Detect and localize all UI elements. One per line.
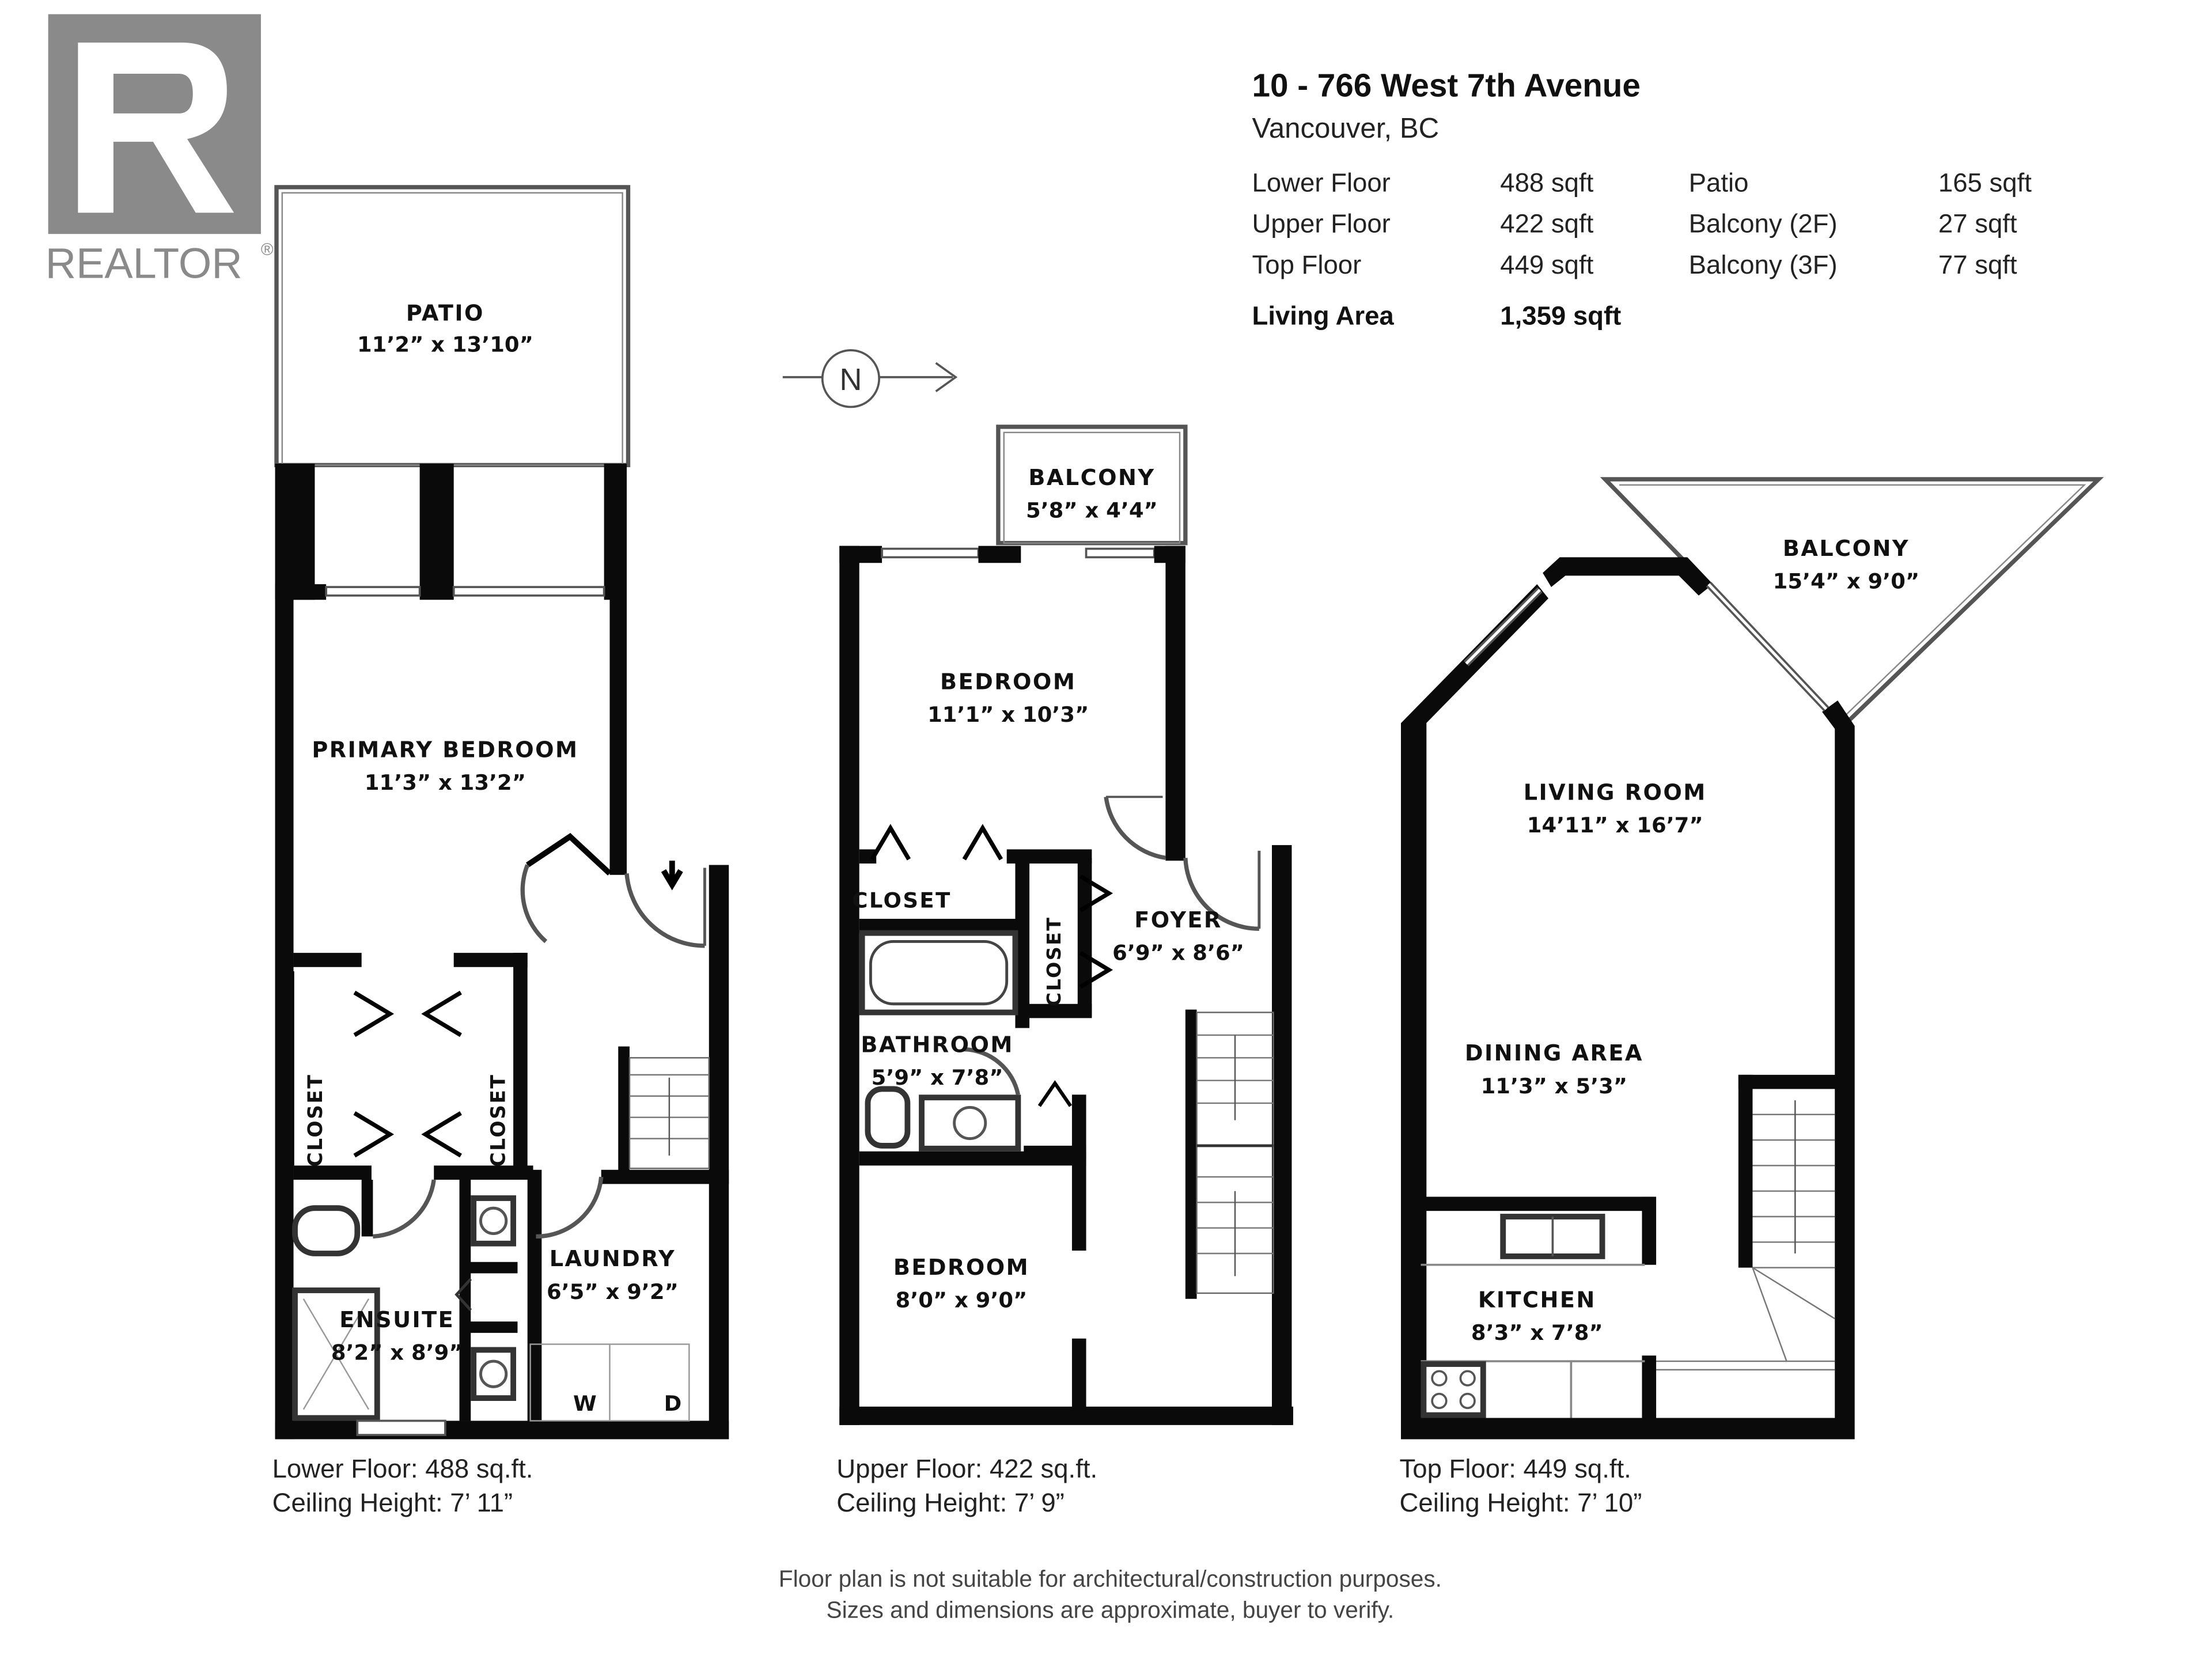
- wall: [275, 1421, 729, 1440]
- room-dim-balcony-3f: 15’4” x 9’0”: [1773, 569, 1919, 594]
- floor-ceiling-lower: Ceiling Height: 7’ 11”: [272, 1488, 513, 1517]
- toilet: [292, 1205, 361, 1256]
- stairs: [1196, 1012, 1274, 1294]
- area-label-top: Top Floor: [1252, 250, 1362, 279]
- patio-outline: [274, 185, 631, 468]
- lower-floor-plan: PATIO 11’2” x 13’10” PRIMARY BEDROOM 11’…: [272, 185, 729, 1517]
- bathtub: [859, 930, 1018, 1016]
- room-name-bedroom-lower: BEDROOM: [893, 1255, 1029, 1280]
- wall: [709, 865, 729, 1440]
- room-name-dining-area: DINING AREA: [1465, 1040, 1643, 1066]
- closet-door: [1037, 1080, 1072, 1107]
- room-dim-bedroom-lower: 8’0” x 9’0”: [896, 1288, 1028, 1313]
- realtor-wordmark: REALTOR: [46, 239, 243, 287]
- floor-ceiling-upper: Ceiling Height: 7’ 9”: [836, 1488, 1065, 1517]
- area-label-balcony-2f: Balcony (2F): [1689, 209, 1838, 238]
- room-dim-ensuite: 8’2” x 8’9”: [331, 1340, 463, 1365]
- room-dim-bathroom: 5’9” x 7’8”: [872, 1065, 1003, 1090]
- window: [881, 547, 980, 559]
- disclaimer-line-2: Sizes and dimensions are approximate, bu…: [827, 1597, 1395, 1623]
- window: [356, 1419, 446, 1436]
- dryer-label: D: [664, 1391, 683, 1416]
- stove: [1421, 1361, 1486, 1418]
- area-value-top: 449 sqft: [1500, 250, 1593, 279]
- stairs: [628, 1057, 710, 1169]
- closet-door: [421, 990, 462, 1037]
- room-name-closet-upper: CLOSET: [852, 888, 951, 912]
- closet-door: [870, 824, 911, 861]
- room-name-closet-foyer: CLOSET: [1043, 916, 1065, 1007]
- wall: [275, 584, 294, 1440]
- closet-door: [1079, 874, 1113, 912]
- disclaimer: Floor plan is not suitable for architect…: [779, 1565, 1442, 1623]
- area-label-patio: Patio: [1689, 168, 1749, 197]
- room-name-closet-right: CLOSET: [487, 1074, 510, 1167]
- area-value-lower: 488 sqft: [1500, 168, 1593, 197]
- pillar: [275, 463, 315, 600]
- room-dim-dining-area: 11’3” x 5’3”: [1481, 1074, 1627, 1099]
- area-label-balcony-3f: Balcony (3F): [1689, 250, 1838, 279]
- floor-caption-top: Top Floor: 449 sq.ft.: [1400, 1454, 1631, 1483]
- room-name-living-room: LIVING ROOM: [1524, 779, 1707, 805]
- closet-door: [1079, 950, 1113, 989]
- floor-caption-lower: Lower Floor: 488 sq.ft.: [272, 1454, 533, 1483]
- disclaimer-line-1: Floor plan is not suitable for architect…: [779, 1565, 1442, 1592]
- area-value-patio: 165 sqft: [1938, 168, 2032, 197]
- window: [1085, 547, 1156, 559]
- balcony-outline: [1600, 477, 2104, 729]
- room-name-laundry: LAUNDRY: [550, 1246, 676, 1271]
- closet-door: [353, 1111, 395, 1158]
- room-name-balcony-2f: BALCONY: [1028, 465, 1155, 490]
- registered-mark: ®: [261, 240, 274, 259]
- pillar: [419, 463, 454, 600]
- room-dim-primary-bedroom: 11’3” x 13’2”: [365, 770, 526, 795]
- area-label-upper: Upper Floor: [1252, 209, 1391, 238]
- room-name-patio: PATIO: [406, 300, 484, 325]
- vanity-sink: [919, 1094, 1021, 1152]
- floor-caption-upper: Upper Floor: 422 sq.ft.: [836, 1454, 1097, 1483]
- closet-door: [962, 824, 1003, 861]
- room-dim-laundry: 6’5” x 9’2”: [547, 1279, 679, 1304]
- top-floor-plan: BALCONY 15’4” x 9’0” LIVING ROOM 14’11” …: [1400, 477, 2104, 1517]
- room-dim-balcony-2f: 5’8” x 4’4”: [1026, 498, 1158, 522]
- pillar: [604, 463, 627, 600]
- room-dim-patio: 11’2” x 13’10”: [357, 332, 533, 357]
- area-value-upper: 422 sqft: [1500, 209, 1593, 238]
- compass-letter: N: [839, 362, 862, 397]
- area-label-lower: Lower Floor: [1252, 168, 1391, 197]
- room-name-ensuite: ENSUITE: [339, 1307, 454, 1332]
- room-dim-bedroom-upper: 11’1” x 10’3”: [927, 702, 1089, 727]
- address-title: 10 - 766 West 7th Avenue: [1252, 67, 1641, 103]
- room-dim-kitchen: 8’3” x 7’8”: [1471, 1320, 1603, 1345]
- area-value-balcony-2f: 27 sqft: [1938, 209, 2017, 238]
- living-area-label: Living Area: [1252, 301, 1395, 331]
- window: [325, 586, 421, 597]
- room-name-kitchen: KITCHEN: [1478, 1287, 1596, 1313]
- living-area-value: 1,359 sqft: [1500, 301, 1621, 331]
- wall: [609, 584, 627, 875]
- upper-floor-plan: BALCONY 5’8” x 4’4” BEDROOM 11’1” x 10’3…: [836, 425, 1293, 1517]
- sliding-door: [452, 586, 605, 597]
- room-name-balcony-3f: BALCONY: [1783, 536, 1910, 561]
- room-name-bathroom: BATHROOM: [861, 1032, 1013, 1057]
- area-value-balcony-3f: 77 sqft: [1938, 250, 2017, 279]
- room-name-foyer: FOYER: [1134, 907, 1222, 933]
- washer-label: W: [573, 1391, 598, 1416]
- city-subtitle: Vancouver, BC: [1252, 112, 1440, 144]
- room-name-bedroom-upper: BEDROOM: [940, 669, 1076, 694]
- room-dim-foyer: 6’9” x 8’6”: [1112, 940, 1244, 965]
- stairs: [1656, 1100, 1835, 1371]
- listing-header: 10 - 766 West 7th Avenue Vancouver, BC L…: [1252, 67, 2032, 330]
- room-dim-living-room: 14’11” x 16’7”: [1527, 813, 1703, 838]
- floor-ceiling-top: Ceiling Height: 7’ 10”: [1400, 1488, 1642, 1517]
- toilet: [865, 1086, 911, 1149]
- realtor-logo: REALTOR ®: [46, 14, 274, 287]
- closet-door: [421, 1111, 462, 1158]
- room-name-closet-left: CLOSET: [304, 1074, 327, 1167]
- closet-door: [353, 990, 395, 1037]
- north-arrow-icon: N: [782, 349, 958, 408]
- room-name-primary-bedroom: PRIMARY BEDROOM: [312, 737, 578, 762]
- entry-arrow-icon: [661, 861, 683, 891]
